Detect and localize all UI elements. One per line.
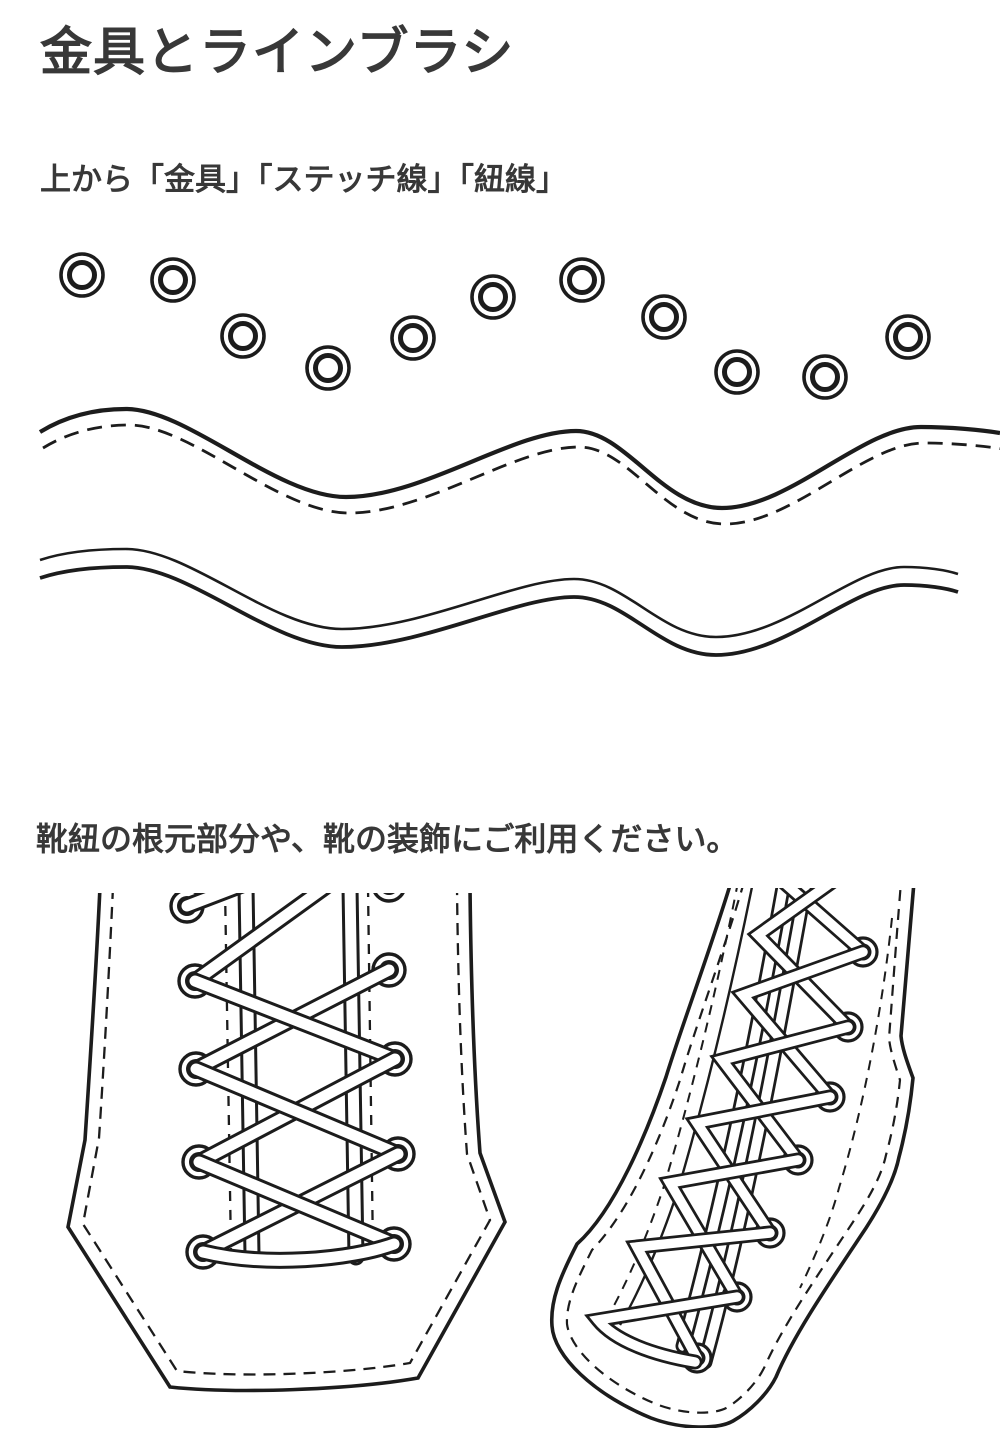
eyelet-grommet bbox=[222, 315, 264, 357]
boot-front-illustration bbox=[66, 893, 507, 1393]
lace-line-brush-sample bbox=[38, 547, 960, 657]
usage-note: 靴紐の根元部分や、靴の装飾にご利用ください。 bbox=[36, 821, 739, 857]
boot-front-outline bbox=[66, 893, 507, 1393]
eyelet-grommet bbox=[307, 347, 349, 389]
eyelet-grommet bbox=[887, 316, 929, 358]
eyelet-grommet bbox=[152, 259, 194, 301]
boot-side-illustration bbox=[549, 888, 916, 1428]
eyelet-grommet bbox=[561, 259, 603, 301]
boot-front-edge-stitching bbox=[81, 893, 492, 1376]
page-title: 金具とラインブラシ bbox=[40, 24, 515, 82]
eyelet-grommet bbox=[472, 276, 514, 318]
tongue-stitching bbox=[223, 893, 375, 1254]
eyelet-brush-sample bbox=[61, 254, 929, 398]
boot-side-edge-stitching bbox=[565, 888, 902, 1414]
facing-panel-lines bbox=[605, 888, 893, 1326]
eyelet-grommet bbox=[804, 356, 846, 398]
eyelet-grommet bbox=[716, 351, 758, 393]
brush-samples-illustration bbox=[0, 240, 1000, 657]
brush-order-subtitle: 上から「金具」「ステッチ線」「紐線」 bbox=[40, 162, 567, 197]
eyelet-grommet bbox=[643, 296, 685, 338]
stitch-line-brush-sample bbox=[40, 409, 1000, 526]
eyelet-grommet bbox=[61, 254, 103, 296]
eyelet-grommet bbox=[392, 317, 434, 359]
